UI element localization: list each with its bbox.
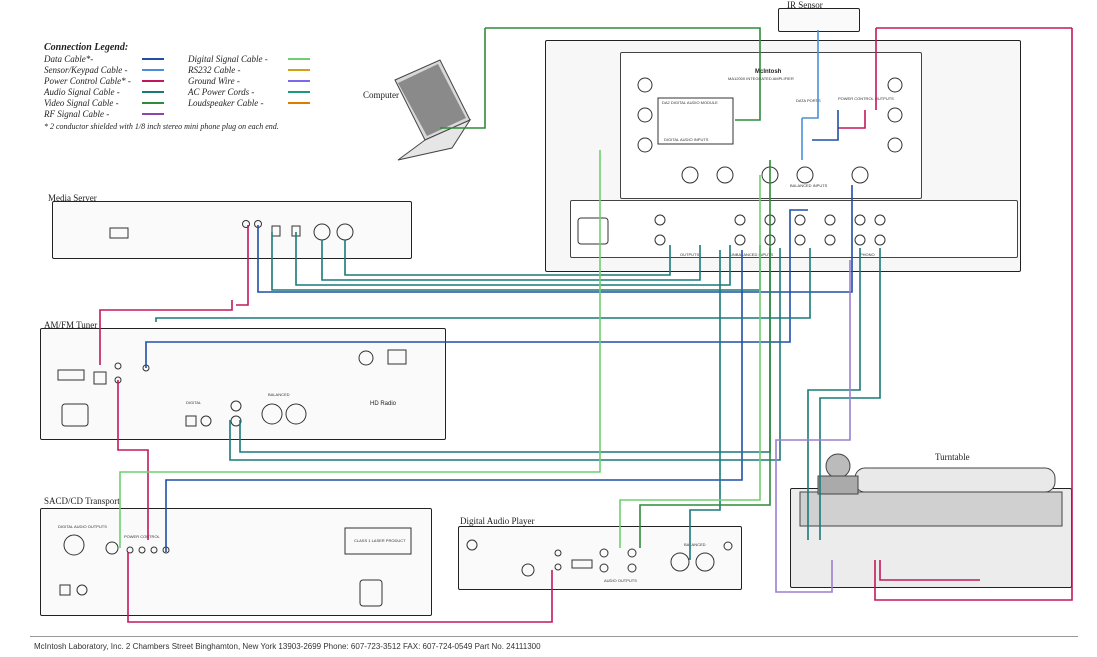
- turntable-body: [799, 453, 1063, 527]
- legend-item-sensor: Sensor/Keypad Cable -: [44, 65, 164, 76]
- ir-sensor-label: IR Sensor: [787, 0, 823, 10]
- amp-model: MA12000 INTEGRATED AMPLIFIER: [728, 76, 794, 81]
- tuner-hd-radio: HD Radio: [370, 401, 397, 407]
- sacd-transport: [40, 508, 432, 616]
- ir-sensor: [778, 8, 860, 32]
- sacd-connectors: [59, 527, 412, 607]
- dap-balanced: BALANCED: [684, 542, 706, 547]
- dap-connectors: [466, 539, 733, 577]
- amp-unbalanced-inputs: UNBALANCED INPUTS: [730, 252, 773, 257]
- legend-item-ground: Ground Wire -: [188, 76, 310, 87]
- digital-audio-player-label: Digital Audio Player: [460, 516, 535, 526]
- media-server-label: Media Server: [48, 193, 97, 203]
- legend-item-power-control: Power Control Cable* -: [44, 76, 164, 87]
- legend-item-ac-power: AC Power Cords -: [188, 87, 310, 98]
- digital-audio-player: [458, 526, 742, 590]
- dap-audio-outputs: AUDIO OUTPUTS: [604, 578, 637, 583]
- amp-phono: PHONO: [860, 252, 875, 257]
- amp-dac-module: DA2 DIGITAL AUDIO MODULE: [662, 100, 718, 105]
- footer-divider: [30, 636, 1078, 637]
- amfm-tuner-label: AM/FM Tuner: [44, 320, 98, 330]
- amp-connectors: [577, 77, 903, 246]
- legend-item-rs232: RS232 Cable -: [188, 65, 310, 76]
- amp-brand: McIntosh: [755, 69, 782, 75]
- laptop-icon: [394, 59, 472, 161]
- amp-upper-panel: [620, 52, 922, 199]
- turntable-label: Turntable: [935, 452, 970, 462]
- media-server: [52, 201, 412, 259]
- amfm-tuner: [40, 328, 446, 440]
- cables: [99, 27, 1073, 623]
- amp-outputs: OUTPUTS: [680, 252, 699, 257]
- legend-footnote: * 2 conductor shielded with 1/8 inch ste…: [44, 122, 279, 131]
- amp-digital-inputs: DIGITAL AUDIO INPUTS: [664, 137, 709, 142]
- legend-item-video: Video Signal Cable -: [44, 98, 164, 109]
- tuner-connectors: [57, 349, 407, 427]
- sacd-digital-outputs: DIGITAL AUDIO OUTPUTS: [58, 524, 107, 529]
- media-server-connectors: [109, 220, 354, 241]
- computer-label: Computer: [363, 90, 399, 100]
- legend-item-rf: RF Signal Cable -: [44, 109, 164, 120]
- connection-legend: Connection Legend: Data Cable*- Sensor/K…: [44, 42, 334, 131]
- legend-item-data: Data Cable*-: [44, 54, 164, 65]
- sacd-transport-label: SACD/CD Transport: [44, 496, 120, 506]
- footer-text: McIntosh Laboratory, Inc. 2 Chambers Str…: [34, 642, 541, 651]
- amp-balanced-inputs: BALANCED INPUTS: [790, 183, 828, 188]
- tuner-balanced: BALANCED: [268, 392, 290, 397]
- legend-item-digital: Digital Signal Cable -: [188, 54, 310, 65]
- amp-data-ports: DATA PORTS: [796, 98, 821, 103]
- amp-power-control: POWER CONTROL OUTPUTS: [838, 96, 894, 101]
- sacd-power-control: POWER CONTROL: [124, 534, 161, 539]
- sacd-laser: CLASS 1 LASER PRODUCT: [354, 538, 406, 543]
- tuner-digital: DIGITAL: [186, 400, 202, 405]
- legend-item-audio: Audio Signal Cable -: [44, 87, 164, 98]
- legend-title: Connection Legend:: [44, 42, 129, 53]
- legend-item-loudspeaker: Loudspeaker Cable -: [188, 98, 310, 109]
